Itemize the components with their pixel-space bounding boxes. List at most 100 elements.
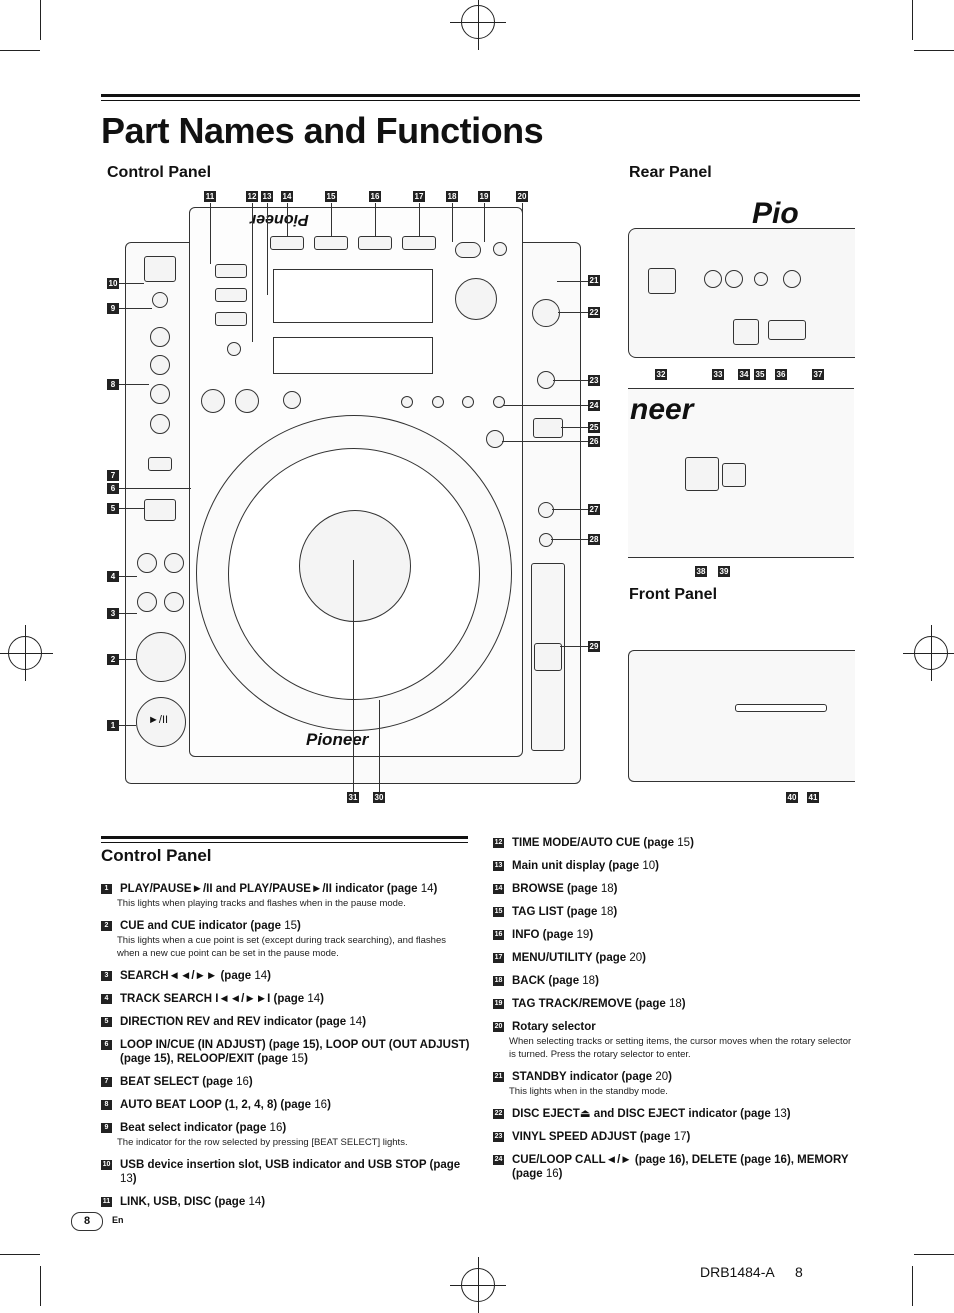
play-pause-symbol: ►/II [148, 714, 169, 726]
item-page-ref[interactable]: 16 [236, 1076, 249, 1088]
item-page-ref[interactable]: 14 [248, 1196, 262, 1208]
item-title: AUTO BEAT LOOP (1, 2, 4, 8) (page 16) [101, 1098, 471, 1112]
item-page-ref[interactable]: 16 [545, 1168, 559, 1180]
browse-button[interactable] [270, 236, 304, 250]
item-close: ) [589, 929, 594, 941]
callout-29: 29 [588, 641, 600, 652]
item-page-ref[interactable]: 10 [642, 860, 656, 872]
tag-list-button[interactable] [314, 236, 348, 250]
disc-button[interactable] [215, 312, 247, 326]
item-page-ref[interactable]: 20 [629, 952, 643, 964]
leader-line [267, 203, 268, 295]
item-title: MENU/UTILITY (page 20) [493, 951, 853, 965]
search-rewind[interactable] [137, 592, 157, 612]
main-unit-display [273, 269, 433, 323]
cue-loop-call-prev[interactable] [401, 396, 413, 408]
item-page-ref[interactable]: 14 [349, 1016, 363, 1028]
loop-out-button[interactable] [235, 389, 259, 413]
tag-track-button[interactable] [493, 242, 507, 256]
callout-23: 23 [588, 375, 600, 386]
callout-30: 30 [373, 792, 385, 803]
item-page-ref[interactable]: 18 [600, 883, 614, 895]
item-page-ref[interactable]: 14 [254, 970, 268, 982]
crop-mark [912, 0, 913, 40]
digital-out [754, 272, 768, 286]
item-page-ref[interactable]: 18 [582, 975, 596, 987]
cue-loop-call-next[interactable] [432, 396, 444, 408]
list-rule [101, 836, 468, 839]
track-search-prev[interactable] [137, 553, 157, 573]
item-label: TRACK SEARCH I◄◄/►►I (page [120, 993, 308, 1005]
callout-20: 20 [516, 191, 528, 202]
item-number: 22 [493, 1109, 504, 1119]
memory-button[interactable] [493, 396, 505, 408]
tempo-slider-knob[interactable] [534, 643, 562, 671]
auto-beat-loop-8[interactable] [150, 414, 170, 434]
item-page-ref[interactable]: 20 [655, 1071, 669, 1083]
item-page-ref[interactable]: 18 [668, 998, 682, 1010]
crop-mark [914, 50, 954, 51]
auto-beat-loop-1[interactable] [150, 327, 170, 347]
loop-in-button[interactable] [201, 389, 225, 413]
item-label: CUE/LOOP CALL◄/► (page 16), DELETE (page… [512, 1154, 849, 1180]
item-page-ref[interactable]: 13 [120, 1173, 133, 1185]
master-tempo-button[interactable] [539, 533, 553, 547]
callout-6: 6 [107, 483, 119, 494]
menu-utility-button[interactable] [402, 236, 436, 250]
item-page-ref[interactable]: 15 [677, 837, 691, 849]
page-number: 8 [83, 1215, 91, 1227]
reloop-exit-button[interactable] [283, 391, 301, 409]
delete-button[interactable] [462, 396, 474, 408]
callout-11: 11 [204, 191, 216, 202]
item-page-ref[interactable]: 14 [420, 883, 434, 895]
item-number: 20 [493, 1022, 504, 1032]
auto-beat-loop-4[interactable] [150, 384, 170, 404]
back-button[interactable] [455, 242, 481, 258]
jog-mode-button[interactable] [533, 418, 563, 438]
track-search-next[interactable] [164, 553, 184, 573]
info-button[interactable] [358, 236, 392, 250]
item-page-ref[interactable]: 17 [673, 1131, 687, 1143]
leader-line [119, 576, 137, 577]
leader-line [557, 281, 588, 282]
direction-rev-button[interactable] [144, 499, 176, 521]
disc-eject-button[interactable] [532, 299, 560, 327]
item-page-ref[interactable]: 13 [774, 1108, 787, 1120]
rotary-selector[interactable] [455, 278, 497, 320]
cue-button[interactable] [136, 632, 186, 682]
item-page-ref[interactable]: 14 [307, 993, 321, 1005]
item-number: 4 [101, 994, 112, 1004]
time-mode-button[interactable] [227, 342, 241, 356]
search-forward[interactable] [164, 592, 184, 612]
item-page-ref[interactable]: 19 [576, 929, 590, 941]
usb-stop-button[interactable] [152, 292, 168, 308]
item-page-ref[interactable]: 16 [314, 1099, 328, 1111]
callout-7: 7 [107, 470, 119, 481]
leader-line [252, 203, 253, 342]
link-button[interactable] [215, 264, 247, 278]
kensington-slot [768, 320, 806, 340]
play-pause-button[interactable] [136, 697, 186, 747]
item-number: 14 [493, 884, 504, 894]
callout-28: 28 [588, 534, 600, 545]
item-page-ref[interactable]: 18 [600, 906, 614, 918]
callout-24: 24 [588, 400, 600, 411]
usb-slot[interactable] [144, 256, 176, 282]
item-page-ref[interactable]: 15 [284, 920, 298, 932]
item-page-ref[interactable]: 16 [269, 1122, 283, 1134]
item-page-ref[interactable]: 15 [291, 1053, 305, 1065]
callout-32: 32 [655, 369, 667, 380]
auto-beat-loop-2[interactable] [150, 355, 170, 375]
usb-button[interactable] [215, 288, 247, 302]
beat-select-button[interactable] [148, 457, 172, 471]
item-title: TRACK SEARCH I◄◄/►►I (page 14) [101, 992, 471, 1006]
leader-line [119, 308, 152, 309]
tempo-range-button[interactable] [538, 502, 554, 518]
power-switch[interactable] [648, 268, 676, 294]
